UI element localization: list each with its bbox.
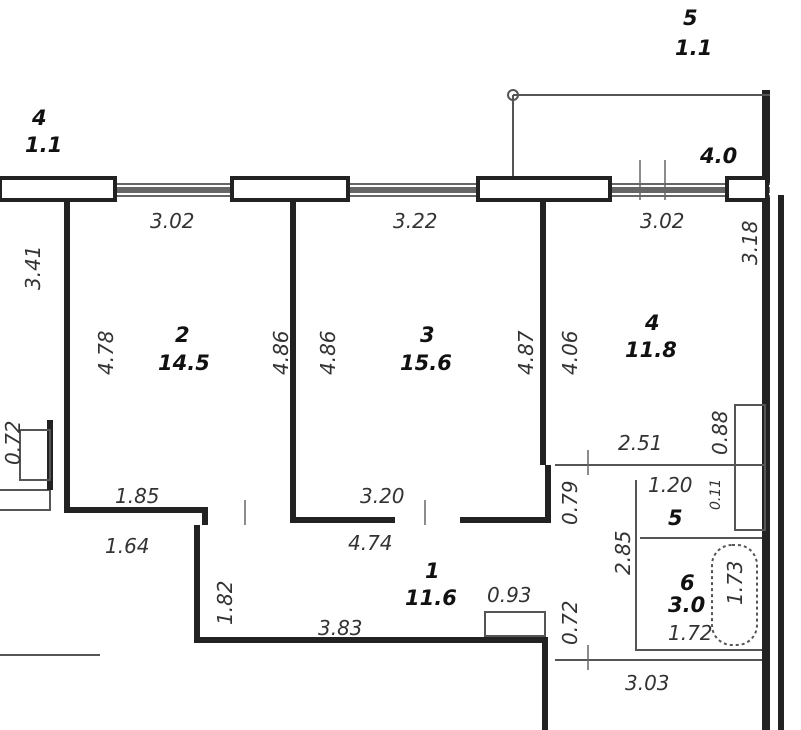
- room-1-area: 11.6: [405, 586, 457, 610]
- balcony-railing: [512, 94, 770, 180]
- dim-label: 0.72: [1, 420, 25, 465]
- dim-label: 0.72: [558, 600, 582, 645]
- bathtub: [711, 544, 758, 646]
- dim-label: 1.20: [648, 473, 693, 497]
- wall-pier: [476, 176, 612, 202]
- room-3-area: 15.6: [400, 351, 452, 375]
- wall-pier: [230, 176, 350, 202]
- dim-label: 3.02: [640, 209, 685, 233]
- wall-room2: [64, 200, 208, 525]
- dim-label: 0.93: [487, 583, 532, 607]
- dim-label: 3.41: [21, 245, 45, 290]
- balcony-4-number: 4: [31, 106, 47, 130]
- wall-pier: [0, 176, 117, 202]
- dim-label: 3.20: [360, 484, 405, 508]
- room-4-area: 11.8: [625, 338, 677, 362]
- wall-hall: [194, 525, 548, 730]
- dim-label: 3.02: [150, 209, 195, 233]
- wall-bathroom: [635, 480, 762, 651]
- dim-label: 0.88: [708, 410, 732, 455]
- balcony-4-area: 1.1: [25, 133, 62, 157]
- cabinet: [19, 429, 51, 481]
- railing-post: [507, 89, 519, 101]
- dim-label: 1.85: [115, 484, 160, 508]
- dim-label: 1.64: [105, 534, 150, 558]
- room-5-number: 5: [668, 506, 683, 530]
- exterior-wall-right-outer: [778, 195, 784, 730]
- balcony-area-box: 4.0: [699, 144, 737, 168]
- dim-label: 3.22: [393, 209, 438, 233]
- dim-label: 3.18: [738, 220, 762, 265]
- room-2-number: 2: [175, 323, 190, 347]
- room-6-number: 6: [680, 571, 695, 595]
- balcony-5-area: 1.1: [675, 36, 712, 60]
- cabinet: [484, 611, 546, 637]
- dim-label: 4.06: [558, 330, 582, 375]
- room-6-area: 3.0: [668, 593, 705, 617]
- dim-label: 1.72: [668, 621, 713, 645]
- dim-label: 2.51: [618, 431, 663, 455]
- dim-label: 4.86: [316, 330, 340, 375]
- wall-pier: [725, 176, 769, 202]
- closet: [734, 404, 766, 531]
- dim-label: 0.11: [708, 479, 724, 510]
- dim-label: 1.73: [723, 560, 747, 605]
- dim-label: 4.78: [94, 330, 118, 375]
- dim-label: 1.82: [213, 580, 237, 625]
- dim-label: 4.86: [269, 330, 293, 375]
- wall-room2-3: [290, 200, 551, 523]
- dim-label: 0.79: [558, 480, 582, 525]
- dim-label: 3.03: [625, 671, 670, 695]
- dim-label: 4.74: [348, 531, 393, 555]
- room-4-number: 4: [644, 311, 660, 335]
- room-1-number: 1: [425, 559, 440, 583]
- balcony-5-number: 5: [683, 6, 698, 30]
- room-2-area: 14.5: [158, 351, 210, 375]
- room-3-number: 3: [420, 323, 435, 347]
- dim-label: 3.83: [318, 616, 363, 640]
- dim-label: 4.87: [514, 330, 538, 375]
- dim-label: 2.85: [611, 530, 635, 575]
